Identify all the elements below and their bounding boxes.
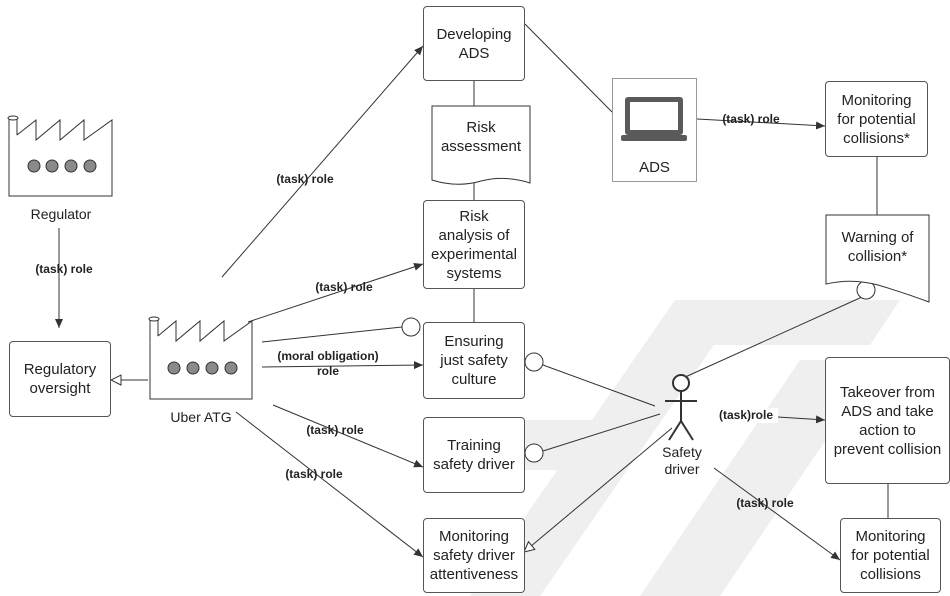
- warning-shape: [825, 214, 930, 303]
- regulator-label: Regulator: [30, 206, 92, 222]
- takeover-box: Takeover from ADS and take action to pre…: [825, 357, 950, 484]
- ball-training: [524, 443, 544, 463]
- risk-assessment-doc: Risk assessment: [440, 119, 522, 155]
- ensuring-culture-box: Ensuring just safety culture: [423, 322, 525, 399]
- role-label-developing: (task) role: [276, 172, 334, 186]
- role-label-monitoring: (task) role: [285, 467, 343, 481]
- role-label-training: (task) role: [306, 423, 364, 437]
- monitoring-attentiveness-box: Monitoring safety driver attentiveness: [423, 518, 525, 593]
- edge-uber-risk: [247, 263, 424, 323]
- role-label-moral: (moral obligation) role: [277, 349, 379, 378]
- developing-ads-box: Developing ADS: [423, 6, 525, 81]
- role-label-risk: (task) role: [315, 280, 373, 294]
- laptop-icon: [621, 97, 687, 141]
- edge-uber-training: [272, 404, 424, 468]
- role-label-regulator: (task) role: [35, 262, 93, 276]
- edge-ensuring-driver: [542, 364, 656, 407]
- edge-uber-ensuring-moral: [261, 361, 424, 370]
- safety-driver-actor-icon: [665, 374, 697, 441]
- role-label-driver-monitoring: (task) role: [736, 496, 794, 510]
- monitoring-potential-star-box: Monitoring for potential collisions*: [825, 81, 928, 157]
- warning-doc: Warning of collision*: [841, 229, 914, 265]
- edge-developing-ads: [524, 23, 613, 113]
- edge-driver-warning: [682, 296, 863, 379]
- role-label-ads: (task) role: [722, 112, 780, 126]
- edge-training-driver: [542, 413, 661, 452]
- training-box: Training safety driver: [423, 417, 525, 493]
- risk-assessment-shape: [431, 105, 531, 185]
- uber-label: Uber ATG: [170, 409, 232, 425]
- ads-actor: ADS: [612, 78, 697, 182]
- edge-uber-ensuring-ball: [261, 326, 403, 343]
- monitoring-potential-box: Monitoring for potential collisions: [840, 518, 941, 593]
- ads-label: ADS: [639, 159, 670, 176]
- regulator-factory-icon: [7, 115, 113, 197]
- risk-analysis-box: Risk analysis of experimental systems: [423, 200, 525, 289]
- edge-ads-monitoring: [696, 118, 826, 130]
- ball-ensuring-right: [524, 352, 544, 372]
- edge-driver-monitoring: [713, 467, 841, 561]
- ball-ensuring: [401, 317, 421, 337]
- edge-driver-attentiveness: [524, 427, 673, 552]
- role-label-takeover: (task)role: [714, 408, 778, 423]
- uber-factory-icon: [148, 316, 253, 400]
- safety-driver-label: Safety driver: [662, 444, 702, 477]
- regulatory-oversight-box: Regulatory oversight: [9, 341, 111, 417]
- edge-uber-developing: [221, 45, 424, 278]
- edge-uber-monitoring: [235, 411, 424, 558]
